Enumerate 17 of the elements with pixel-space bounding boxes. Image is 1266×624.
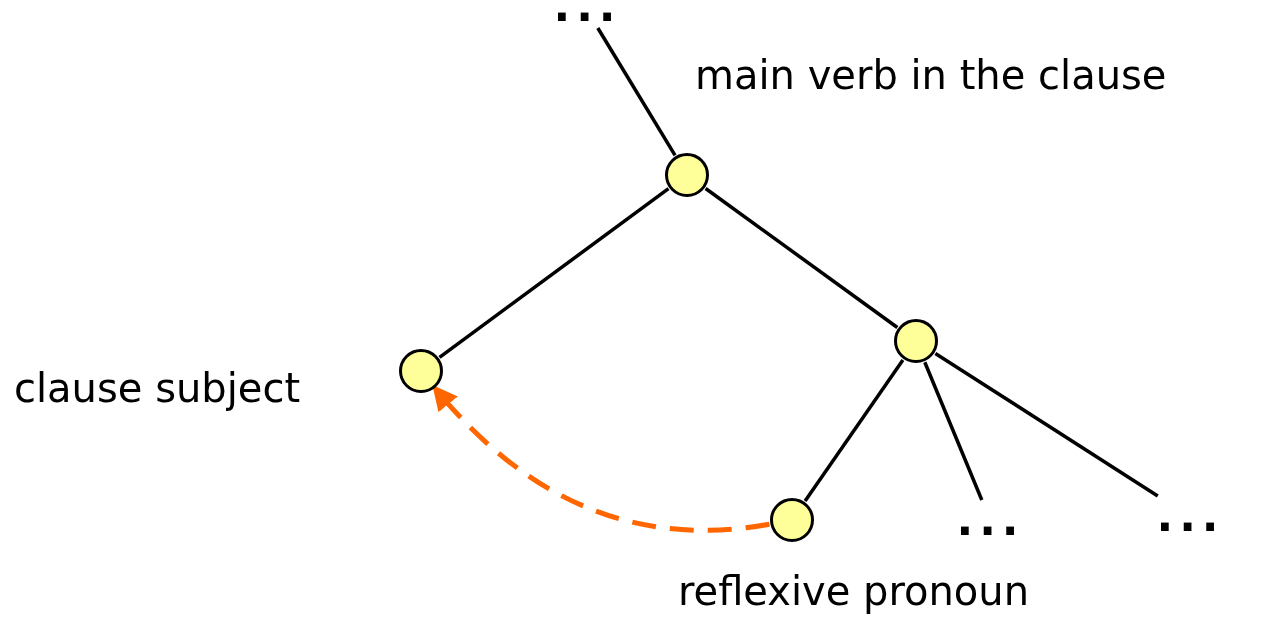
- tree-node-circle: [665, 153, 709, 197]
- node-caption: reflexive pronoun: [678, 568, 1029, 614]
- tree-node-circle: [894, 319, 938, 363]
- dashed-arrow: [432, 385, 770, 533]
- tree-node-circle: [770, 498, 814, 542]
- tree-line: [923, 361, 984, 501]
- ellipsis-text: ...: [545, 0, 630, 28]
- tree-line: [438, 187, 670, 359]
- tree-line: [934, 351, 1159, 498]
- ellipsis-text: ...: [1148, 496, 1233, 538]
- node-caption: clause subject: [14, 365, 301, 411]
- node-caption: main verb in the clause: [695, 52, 1167, 98]
- tree-line: [596, 27, 677, 157]
- ellipsis-text: ...: [948, 500, 1033, 542]
- tree-line: [704, 187, 899, 329]
- tree-node-circle: [399, 349, 443, 393]
- tree-line: [803, 358, 905, 503]
